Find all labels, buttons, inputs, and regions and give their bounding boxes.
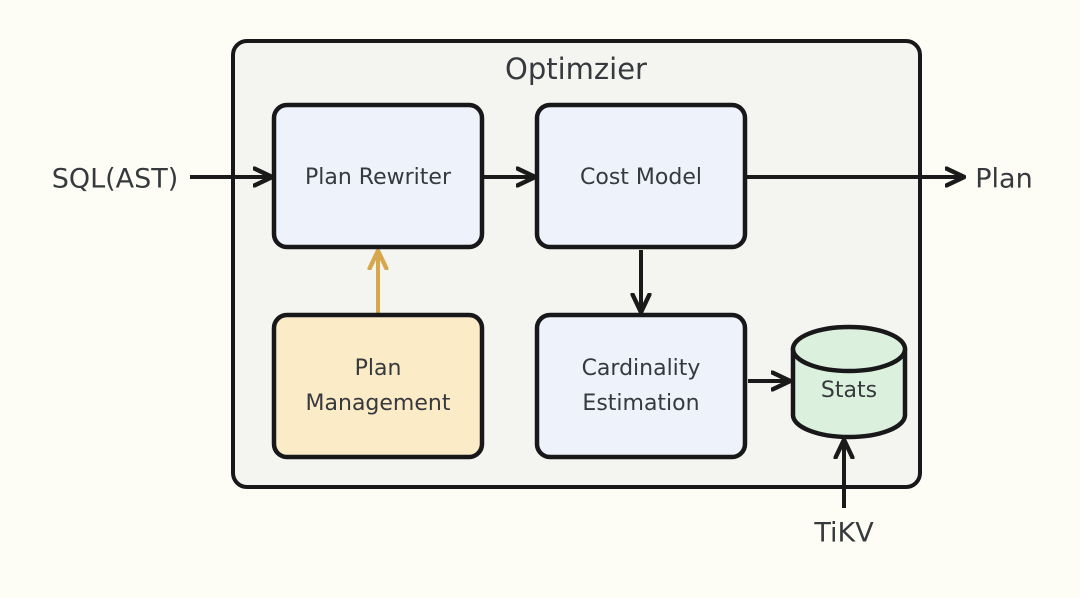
node-cost-model-box[interactable] xyxy=(534,102,748,250)
node-stats-cylinder-body[interactable] xyxy=(790,346,908,440)
node-cost-model-label: Cost Model xyxy=(580,165,702,190)
node-cardinality-estimation[interactable]: Cardinality Estimation xyxy=(534,312,748,460)
node-plan-rewriter-label: Plan Rewriter xyxy=(305,165,452,190)
label-tikv: TiKV xyxy=(813,518,874,549)
node-stats[interactable]: Stats xyxy=(790,324,908,440)
node-cardinality-estimation-label-line1: Cardinality xyxy=(582,356,701,381)
node-plan-rewriter[interactable]: Plan Rewriter xyxy=(271,102,485,250)
node-cardinality-estimation-label-line2: Estimation xyxy=(582,391,699,416)
node-plan-management-box[interactable] xyxy=(271,312,485,460)
node-plan-management-label-line1: Plan xyxy=(355,356,402,381)
node-stats-label: Stats xyxy=(821,378,877,403)
node-plan-management[interactable]: Plan Management xyxy=(271,312,485,460)
edges-layer xyxy=(190,177,963,508)
node-plan-rewriter-box[interactable] xyxy=(271,102,485,250)
node-plan-management-label-line2: Management xyxy=(306,391,451,416)
label-sql-ast: SQL(AST) xyxy=(52,164,179,195)
label-plan-output: Plan xyxy=(975,164,1032,195)
node-cost-model[interactable]: Cost Model xyxy=(534,102,748,250)
group-optimizer-title: Optimzier xyxy=(505,52,647,86)
node-cardinality-estimation-box[interactable] xyxy=(534,312,748,460)
node-stats-cylinder-top[interactable] xyxy=(790,324,908,374)
